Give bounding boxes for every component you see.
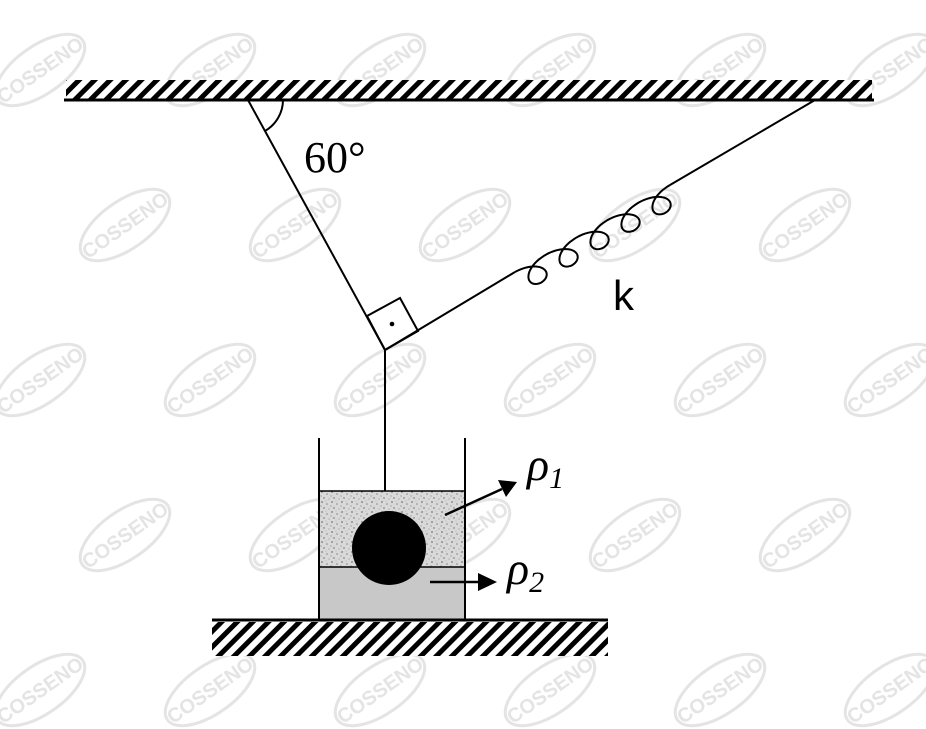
right-angle-dot — [389, 321, 395, 327]
watermark-mark: COSSENO — [78, 497, 173, 574]
upper-arrow-head — [498, 480, 517, 497]
watermark-mark: COSSENO — [673, 342, 768, 419]
spring-upper-wire — [669, 99, 816, 186]
watermark-mark: COSSENO — [418, 187, 513, 264]
upper-rho-subscript: 1 — [549, 462, 564, 495]
angle-label: 60° — [304, 133, 366, 182]
watermark-mark: COSSENO — [0, 652, 88, 729]
watermark-mark: COSSENO — [919, 176, 926, 275]
lower-arrow-head — [478, 573, 497, 591]
watermark-mark: COSSENO — [673, 652, 768, 729]
watermark-mark: COSSENO — [333, 32, 428, 109]
floor-hatch — [212, 622, 608, 656]
left-string — [247, 99, 386, 351]
upper-liquid-arrow — [444, 480, 517, 517]
watermark-mark: COSSENO — [919, 486, 926, 585]
ceiling-hatch — [66, 80, 872, 100]
watermark-mark: COSSENO — [673, 32, 768, 109]
lower-rho: ρ — [505, 543, 529, 594]
watermark-mark: COSSENO — [0, 32, 88, 109]
watermark-mark: COSSENO — [843, 342, 926, 419]
watermark-mark: COSSENO — [78, 187, 173, 264]
watermark-mark: COSSENO — [588, 497, 683, 574]
watermark-mark: COSSENO — [163, 342, 258, 419]
watermark-mark: COSSENO — [333, 342, 428, 419]
watermark-mark: COSSENO — [843, 32, 926, 109]
watermark-mark: COSSENO — [843, 652, 926, 729]
right-angle-square — [365, 296, 420, 352]
lower-rho-subscript: 2 — [529, 566, 544, 599]
lower-liquid-density-label: ρ2 — [505, 543, 544, 599]
right-angle-marker — [365, 296, 420, 352]
spring-constant-label: k — [613, 272, 635, 319]
upper-arrow-shaft — [444, 487, 503, 517]
lower-liquid-arrow — [430, 573, 497, 591]
upper-liquid-density-label: ρ1 — [525, 439, 564, 495]
suspended-ball — [352, 511, 426, 585]
ceiling-support — [64, 80, 874, 102]
watermark-mark: COSSENO — [758, 187, 853, 264]
angle-arc — [264, 99, 284, 132]
upper-rho: ρ — [525, 439, 549, 490]
watermark-mark: COSSENO — [758, 497, 853, 574]
spring-coil-path — [514, 184, 672, 286]
watermark-mark: COSSENO — [588, 187, 683, 264]
floor-support — [212, 618, 608, 656]
watermark-mark: COSSENO — [0, 342, 88, 419]
watermark-mark: COSSENO — [503, 32, 598, 109]
watermark-mark: COSSENO — [503, 342, 598, 419]
spring — [514, 184, 672, 286]
